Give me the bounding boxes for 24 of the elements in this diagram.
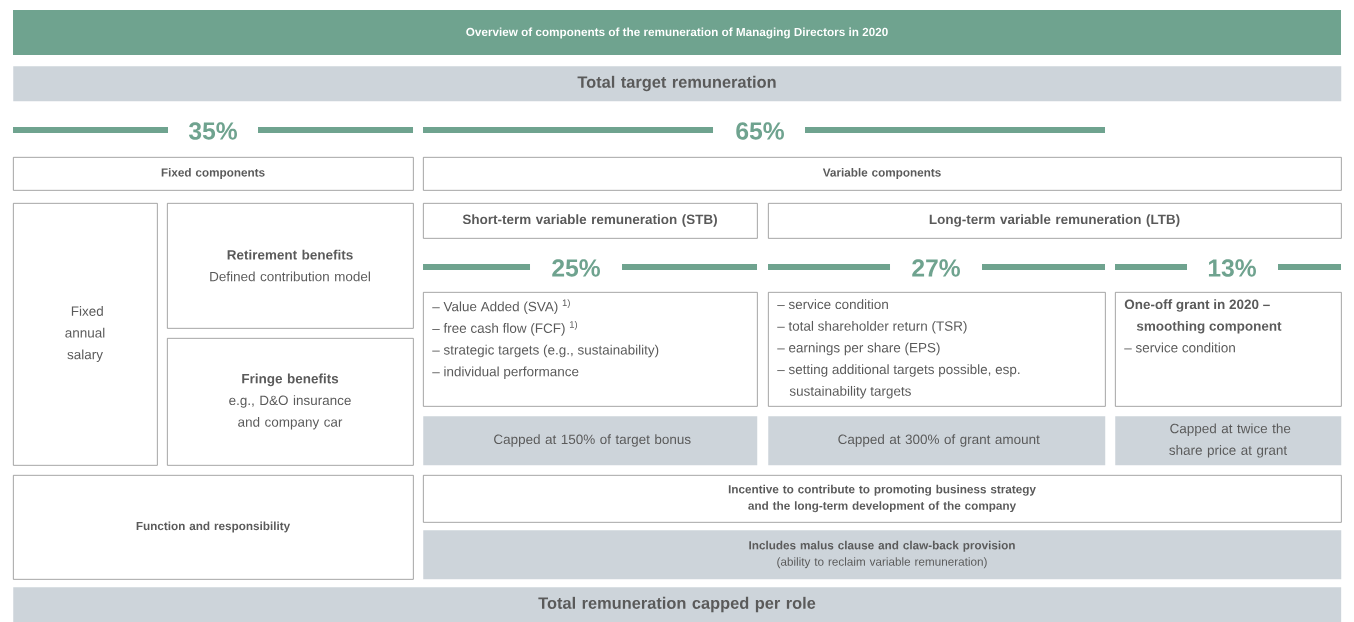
title-banner: Overview of components of the remuneration of Managing Directors in 2020 [13,10,1341,55]
heading-band: Total remuneration capped per role [13,587,1342,622]
heading-band: Total target remuneration [13,66,1342,102]
component-box: Function and responsibility [13,475,414,580]
component-box: Fringe benefits e.g., D&O insurance and company car [167,338,414,466]
component-box: – service condition – total shareholder return (TSR) – earnings per share (EPS) – setting additional targets possible, esp. sustainability targets [768,292,1106,407]
capped-box: Capped at twice the share price at grant [1115,416,1342,466]
percentage-label: 35% [188,122,237,140]
component-box: Variable components [423,157,1342,191]
component-box: Incentive to contribute to promoting business strategy and the long-term development of the company [423,475,1342,523]
capped-box: Includes malus clause and claw-back provision (ability to reclaim variable remuneration) [423,530,1342,580]
component-box: Retirement benefits Defined contribution model [167,203,414,329]
component-box: – Value Added (SVA) $^{1)}$ – free cash flow (FCF) $^{1)}$ – strategic targets (e.g., sustainability) – individual performance [423,292,758,407]
percentage-label: 27% [912,259,960,277]
component-box: Fixed components [13,157,414,191]
component-box: Fixed annual salary [13,203,158,466]
component-box: Short-term variable remuneration (STB) [423,203,758,239]
percentage-label: 13% [1208,259,1256,277]
capped-box: Capped at 150% of target bonus [423,416,758,466]
component-box: One-off grant in 2020 – smoothing component – service condition [1115,292,1342,407]
capped-box: Capped at 300% of grant amount [768,416,1106,466]
component-box: Long-term variable remuneration (LTB) [768,203,1342,239]
percentage-label: 65% [736,122,784,140]
percentage-label: 25% [552,259,600,277]
